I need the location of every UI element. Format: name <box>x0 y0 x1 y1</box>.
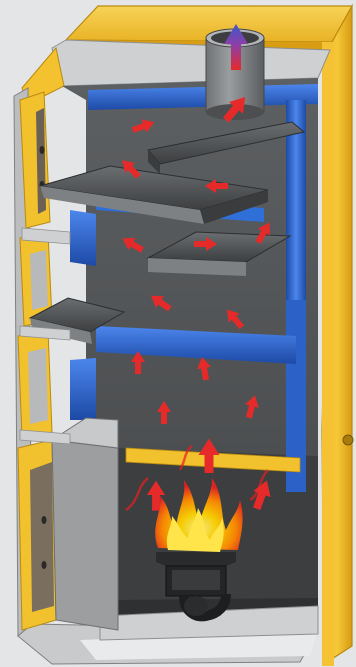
boiler-illustration <box>0 0 356 667</box>
boiler-cutaway-diagram <box>0 0 356 667</box>
